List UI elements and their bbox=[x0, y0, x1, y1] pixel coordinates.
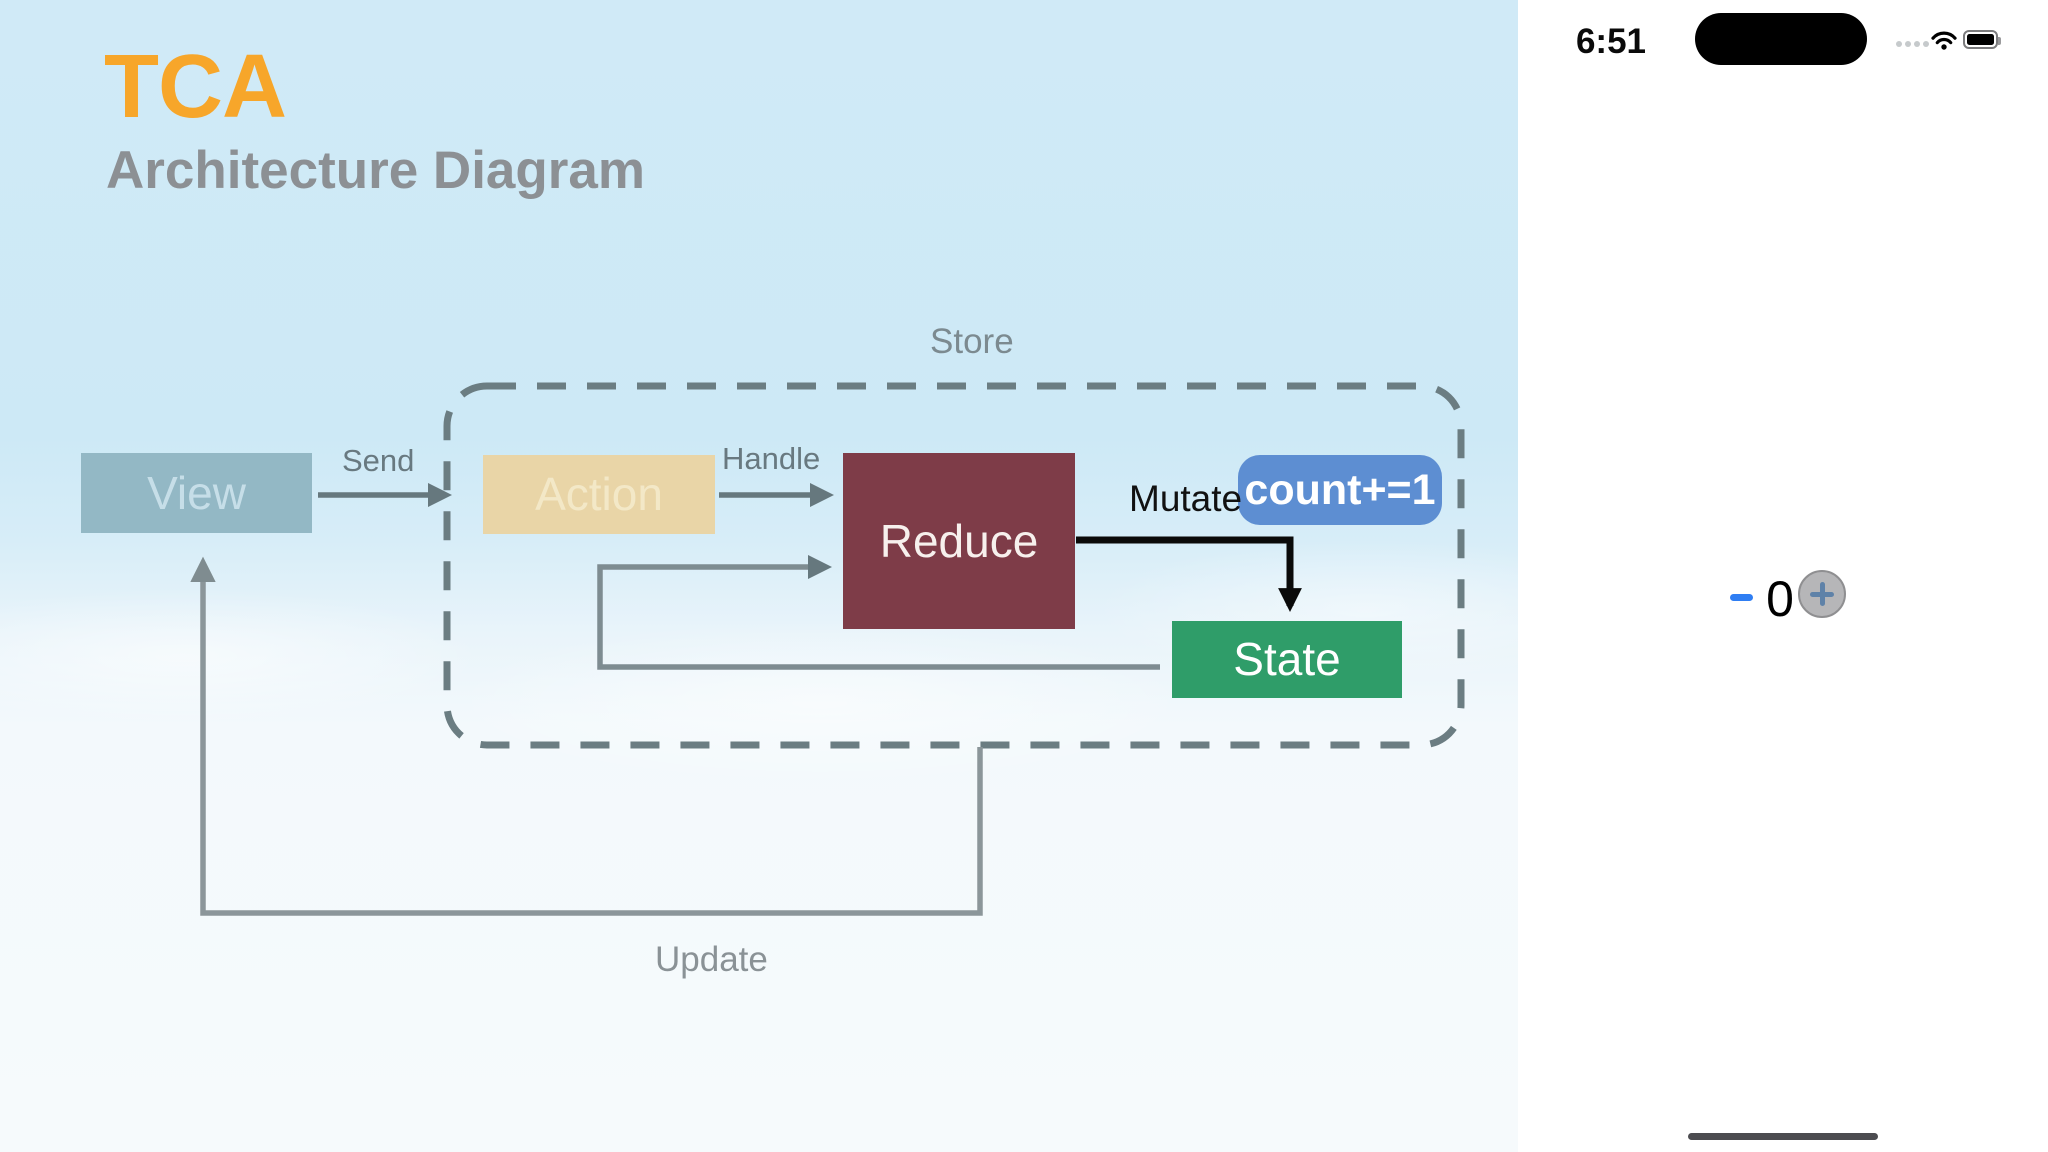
count-mutation-badge: count+=1 bbox=[1238, 455, 1442, 525]
diagram-canvas bbox=[0, 0, 1518, 1152]
cellular-signal-icon bbox=[1896, 41, 1930, 49]
store-label: Store bbox=[930, 322, 1014, 361]
mutate-arrow bbox=[1076, 536, 1302, 612]
page-subtitle: Architecture Diagram bbox=[106, 141, 646, 200]
action-node: Action bbox=[483, 455, 715, 534]
wifi-icon bbox=[1931, 31, 1957, 50]
counter-value: 0 bbox=[1766, 571, 1794, 627]
update-label: Update bbox=[655, 940, 768, 979]
store-boundary bbox=[443, 382, 1465, 749]
battery-charge-level bbox=[1967, 34, 1994, 45]
mutate-label: Mutate bbox=[1129, 478, 1243, 519]
state-node: State bbox=[1172, 621, 1402, 698]
increment-button[interactable] bbox=[1798, 570, 1846, 618]
dynamic-island bbox=[1695, 13, 1867, 65]
status-bar-time: 6:51 bbox=[1575, 22, 1647, 61]
minus-icon bbox=[1730, 594, 1753, 601]
page-title: TCA bbox=[104, 37, 287, 137]
update-arrow bbox=[190, 556, 983, 916]
feedback-arrow bbox=[597, 554, 1160, 670]
reduce-node: Reduce bbox=[843, 453, 1075, 629]
view-node: View bbox=[81, 453, 312, 533]
decrement-button[interactable] bbox=[1720, 576, 1764, 616]
send-label: Send bbox=[342, 443, 415, 478]
battery-icon bbox=[1963, 30, 2001, 49]
handle-label: Handle bbox=[722, 441, 821, 476]
home-indicator[interactable] bbox=[1688, 1133, 1878, 1140]
battery-nub bbox=[1998, 37, 2001, 45]
